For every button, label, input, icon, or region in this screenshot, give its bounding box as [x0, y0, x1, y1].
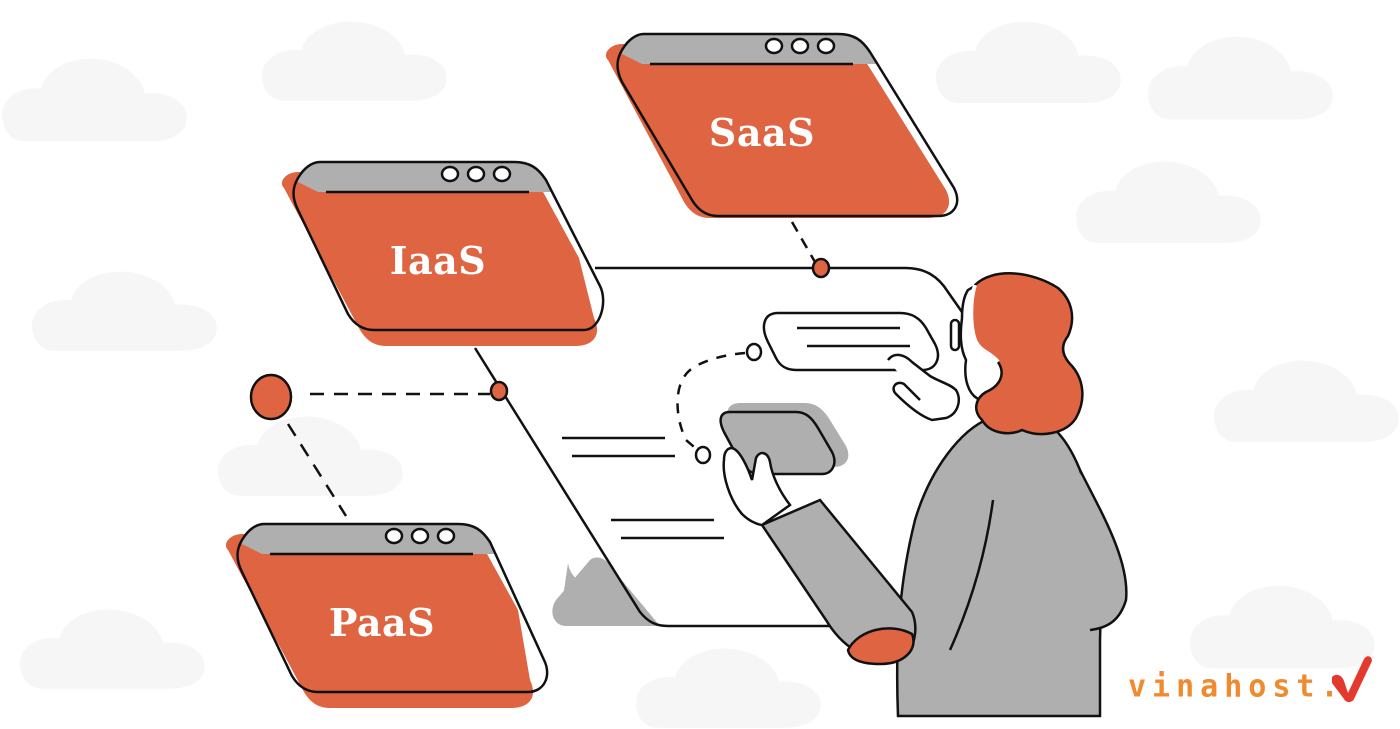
- person-figure: [722, 272, 1128, 718]
- connector-end-dot: [694, 445, 712, 465]
- document-panel: [473, 266, 964, 628]
- vinahost-logo[interactable]: vinahost.: [1128, 668, 1345, 705]
- brand-check-icon: [1332, 656, 1372, 702]
- connector-dot: [489, 380, 509, 402]
- iaas-label: IaaS: [389, 238, 487, 283]
- paas-window[interactable]: [225, 522, 549, 708]
- connectors: [286, 221, 817, 517]
- iaas-window[interactable]: [281, 160, 605, 346]
- saas-window[interactable]: [605, 32, 959, 218]
- connector-dot: [811, 257, 831, 279]
- connector-node: [249, 373, 293, 421]
- saas-label: SaaS: [708, 110, 816, 155]
- connector-end-dot: [745, 342, 763, 362]
- brand-text: vinahost.: [1128, 668, 1345, 705]
- tablet: [719, 403, 849, 476]
- paas-label: PaaS: [328, 600, 436, 645]
